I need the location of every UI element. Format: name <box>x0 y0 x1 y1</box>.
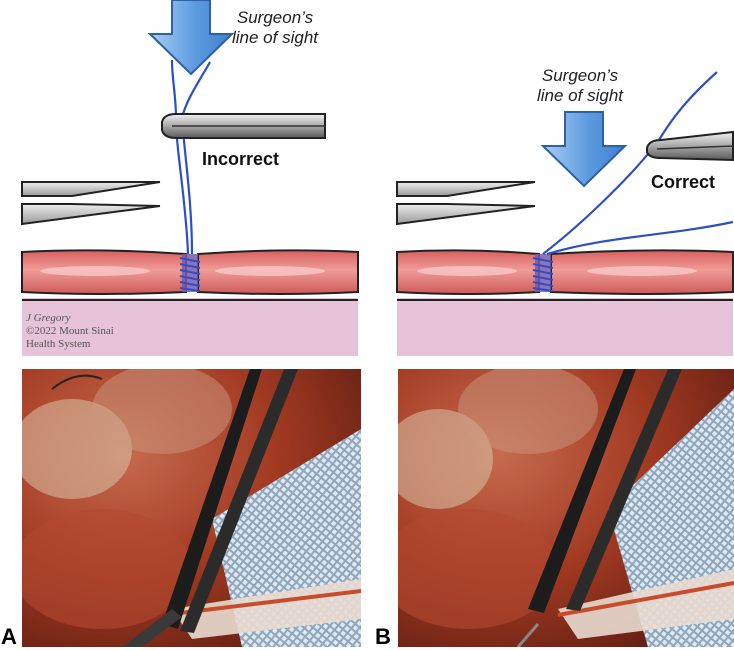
surgical-photo-b <box>398 369 734 647</box>
down-arrow-icon <box>540 111 628 188</box>
scissors-icon <box>21 181 161 226</box>
suture-icon <box>179 254 201 292</box>
panel-b: Surgeon’s line of sight Correct B <box>367 0 734 649</box>
sight-line-1: Surgeon’s <box>236 8 314 27</box>
illustration-correct <box>396 71 734 356</box>
sight-label-b: Surgeon’s line of sight <box>537 66 623 106</box>
blood-vessel-icon <box>21 249 359 295</box>
illustration-incorrect <box>21 0 359 356</box>
sight-line-2: line of sight <box>537 86 623 105</box>
credit-author: J Gregory <box>26 312 71 324</box>
forceps-icon <box>161 113 326 139</box>
down-arrow-icon <box>147 0 235 76</box>
credit-org: Health System <box>26 338 91 350</box>
tissue-layer <box>397 298 733 356</box>
surgical-photo-a <box>22 369 361 647</box>
sight-line-1: Surgeon’s <box>541 66 619 85</box>
sight-line-2: line of sight <box>232 28 318 47</box>
tissue-layer <box>22 298 358 356</box>
verdict-label: Correct <box>651 172 716 192</box>
panel-letter-b: B <box>375 624 391 649</box>
illustration-credit: J Gregory ©2022 Mount Sinai Health Syste… <box>26 312 114 351</box>
blood-vessel-icon <box>396 249 734 295</box>
verdict-label: Incorrect <box>202 149 280 169</box>
credit-copyright: ©2022 Mount Sinai <box>26 325 114 337</box>
panel-letter-a: A <box>1 624 17 649</box>
sight-label-a: Surgeon’s line of sight <box>232 8 318 48</box>
suture-icon <box>532 254 554 292</box>
forceps-icon <box>646 130 734 162</box>
scissors-icon <box>396 181 536 226</box>
panel-a: Surgeon’s line of sight Incorrect J Greg… <box>0 0 367 649</box>
